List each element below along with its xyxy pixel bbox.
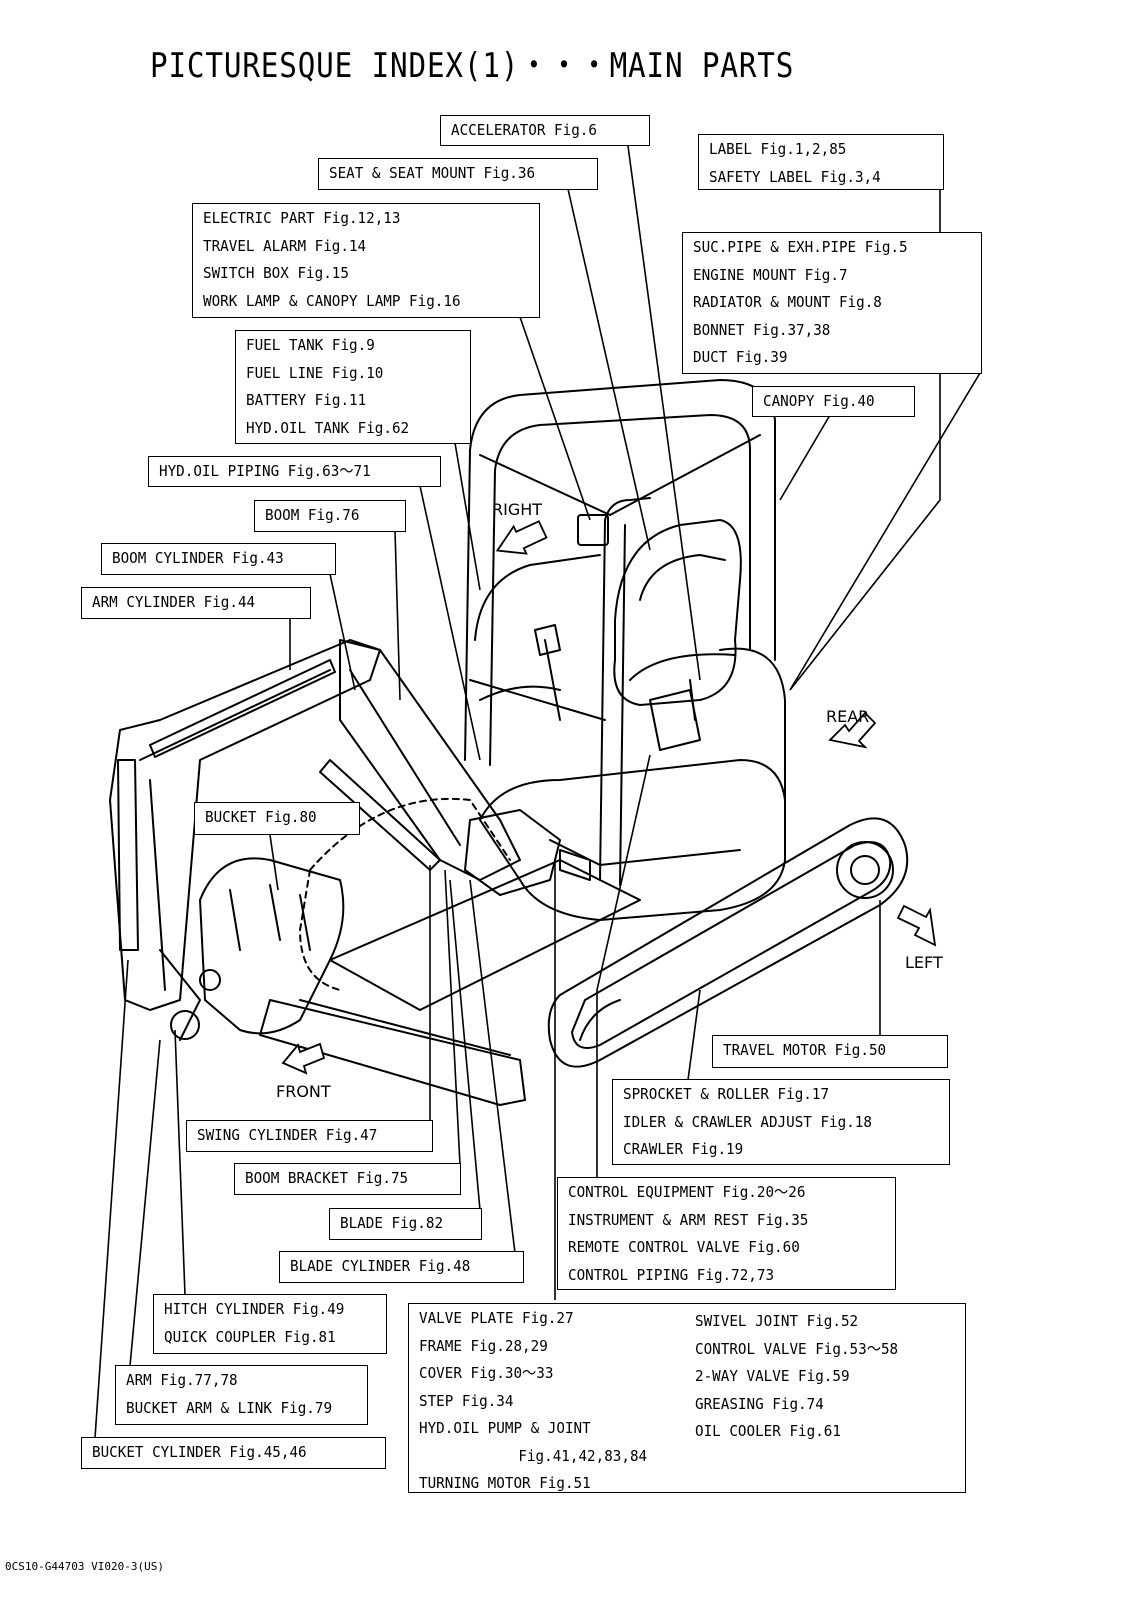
direction-front-label: FRONT (276, 1082, 331, 1101)
boom (339, 639, 521, 881)
box-accelerator: ACCELERATOR Fig.6 (440, 115, 650, 146)
bucket (199, 857, 345, 1035)
box-boom-bracket: BOOM BRACKET Fig.75 (234, 1163, 461, 1195)
box-travel-motor: TRAVEL MOTOR Fig.50 (712, 1035, 948, 1068)
arm-cylinder (149, 659, 336, 758)
direction-left-label: LEFT (905, 953, 943, 972)
box-boom-cylinder: BOOM CYLINDER Fig.43 (101, 543, 336, 575)
box-seat: SEAT & SEAT MOUNT Fig.36 (318, 158, 598, 190)
bucket-cylinder (117, 759, 139, 951)
box-hyd-piping: HYD.OIL PIPING Fig.63～71 (148, 456, 441, 487)
page-title: PICTURESQUE INDEX(1)・・・MAIN PARTS (150, 46, 795, 86)
crawler-track (547, 817, 909, 1068)
box-valve: VALVE PLATE Fig.27 FRAME Fig.28,29 COVER… (408, 1303, 966, 1493)
box-canopy: CANOPY Fig.40 (752, 386, 915, 417)
box-arm-cylinder: ARM CYLINDER Fig.44 (81, 587, 311, 619)
direction-right-label: RIGHT (492, 500, 543, 519)
front-arrow-icon (281, 1042, 326, 1075)
direction-rear-label: REAR (826, 707, 870, 726)
work-lamp (577, 514, 609, 546)
blade (259, 999, 526, 1106)
box-swing-cylinder: SWING CYLINDER Fig.47 (186, 1120, 433, 1152)
box-boom: BOOM Fig.76 (254, 500, 406, 532)
box-bucket-cylinder: BUCKET CYLINDER Fig.45,46 (81, 1437, 386, 1469)
quick-coupler (170, 1010, 200, 1040)
box-blade-cylinder: BLADE CYLINDER Fig.48 (279, 1251, 524, 1283)
seat (613, 519, 742, 706)
sprocket-wheel (836, 841, 894, 899)
right-arrow-icon (495, 520, 548, 555)
left-arrow-icon (896, 904, 937, 947)
valve-right-column: SWIVEL JOINT Fig.52 CONTROL VALVE Fig.53… (695, 1312, 899, 1440)
upper-body (479, 759, 786, 921)
document-code: 0CS10-G44703 VI020-3(US) (5, 1560, 164, 1573)
rear-arrow-icon (828, 711, 877, 749)
box-blade: BLADE Fig.82 (329, 1208, 482, 1240)
box-bucket: BUCKET Fig.80 (194, 802, 360, 835)
